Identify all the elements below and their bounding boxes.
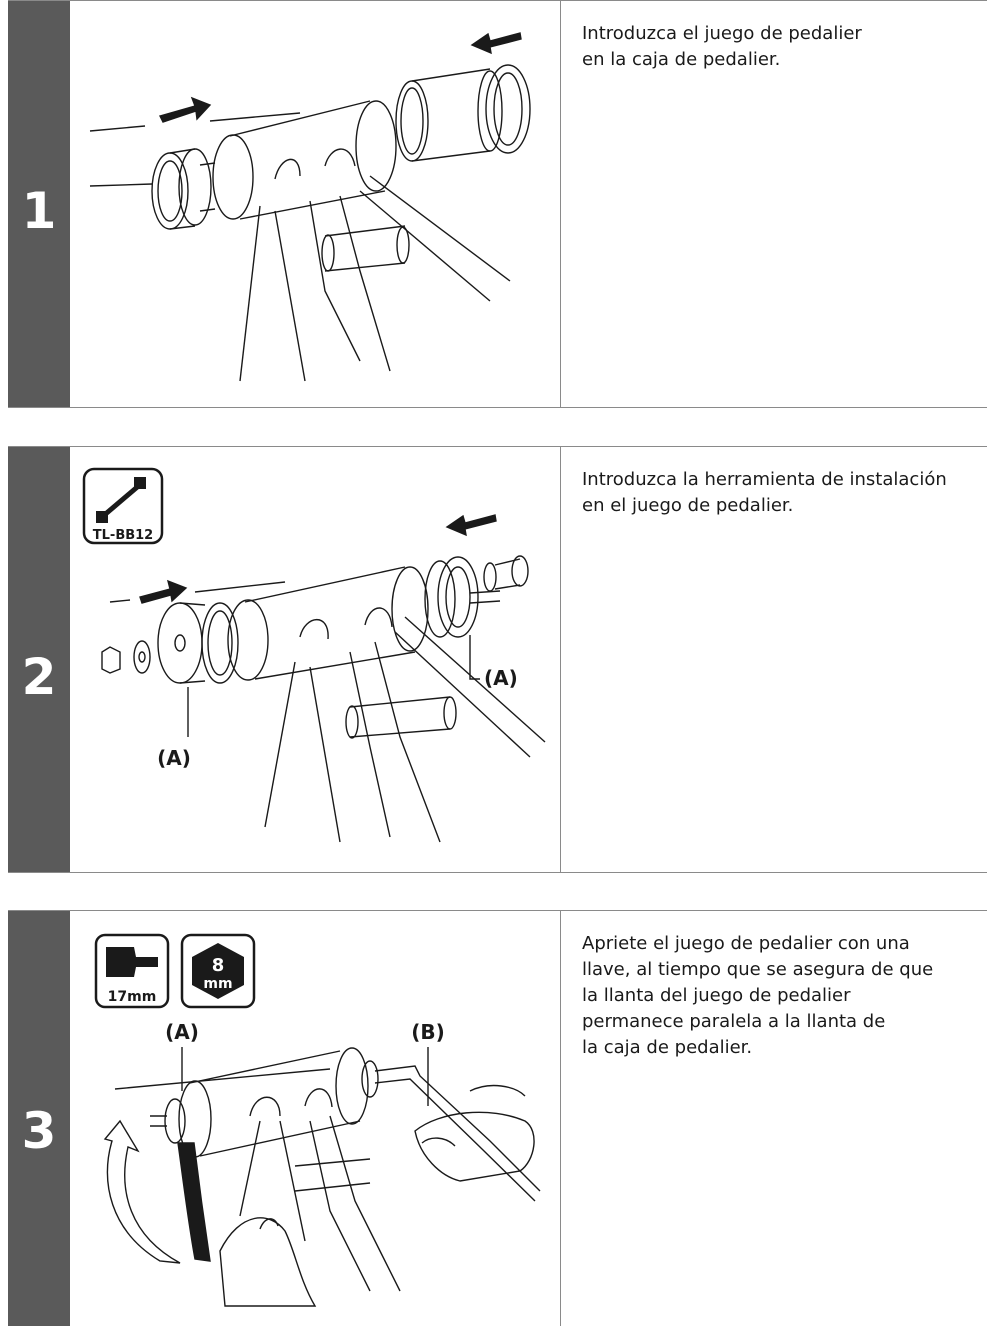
instruction-line: Introduzca el juego de pedalier [582,23,862,44]
step-2: 2 TL-BB12 [8,446,987,873]
step-2-illustration: TL-BB12 [70,447,560,872]
hex-label-bottom: mm [203,976,232,992]
rotation-arrow-icon [103,1119,181,1264]
instruction-line: en el juego de pedalier. [582,495,794,516]
instruction-line: Introduzca la herramienta de instalación [582,469,947,490]
step-instruction: Apriete el juego de pedalier con una lla… [582,931,982,1061]
callout-a: (A) [165,1020,199,1044]
hex-key-8mm-icon: 8 mm [180,933,256,1009]
step-instruction: Introduzca el juego de pedalier en la ca… [582,21,982,73]
step-3: 3 17mm 8 mm (A) (B) [8,910,987,1326]
step-3-illustration: 17mm 8 mm (A) (B) [70,911,560,1326]
column-divider [560,1,561,407]
step-number: 2 [21,648,57,706]
instruction-line: llave, al tiempo que se asegura de que [582,959,934,980]
step-number-bar: 2 [8,447,70,872]
step-1: 1 [8,0,987,408]
column-divider [560,447,561,872]
step-number: 3 [21,1102,57,1160]
callout-b: (B) [411,1020,445,1044]
instruction-line: permanece paralela a la llanta de [582,1011,886,1032]
callout-a-right: (A) [484,666,518,690]
wrench-17mm-icon: 17mm [94,933,170,1009]
hex-label-top: 8 [212,955,225,976]
tool-label: TL-BB12 [93,528,153,543]
column-divider [560,911,561,1326]
arrow-icon [470,32,522,55]
instruction-line: Apriete el juego de pedalier con una [582,933,910,954]
step-number-bar: 1 [8,1,70,407]
tool-tl-bb12-icon: TL-BB12 [82,467,164,545]
step-instruction: Introduzca la herramienta de instalación… [582,467,982,519]
instruction-line: la llanta del juego de pedalier [582,985,851,1006]
step-1-illustration [70,1,560,407]
callout-a-left: (A) [157,746,191,770]
step-number-bar: 3 [8,911,70,1326]
instruction-line: la caja de pedalier. [582,1037,753,1058]
step-number: 1 [21,182,57,240]
instruction-line: en la caja de pedalier. [582,49,781,70]
arrow-icon [139,579,188,604]
wrench-label: 17mm [108,989,157,1005]
arrow-icon [158,96,212,123]
arrow-icon [445,514,497,537]
